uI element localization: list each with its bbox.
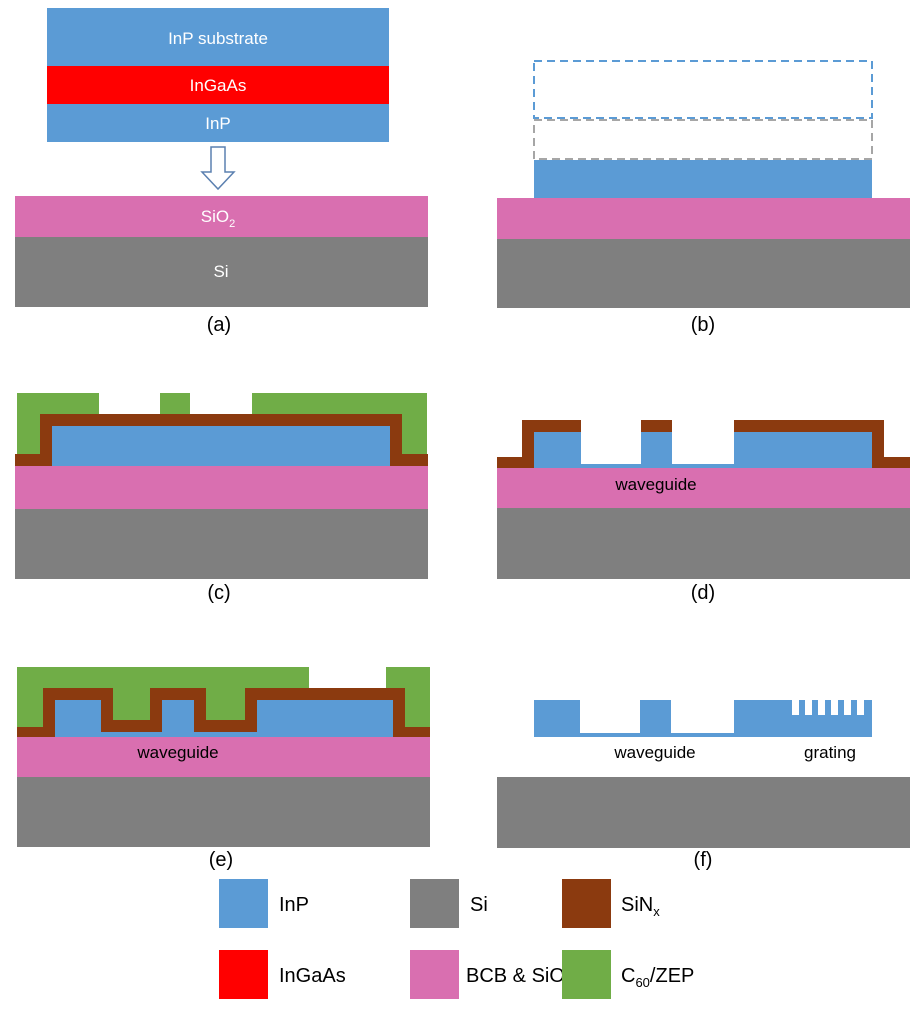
layer-inp — [534, 160, 872, 198]
layer-inp — [52, 426, 390, 466]
inp-thin-1 — [581, 464, 641, 468]
legend-label-inp: InP — [279, 894, 309, 916]
legend-label-sinx: SiNx — [621, 894, 660, 919]
label-grating: grating — [804, 743, 856, 762]
inp-block-middle — [162, 700, 194, 737]
label-inp-substrate: InP substrate — [168, 29, 268, 48]
layer-si — [497, 508, 910, 579]
grating-gap-3 — [344, 667, 351, 693]
legend-label-si: Si — [470, 894, 488, 916]
layer-si — [497, 777, 910, 848]
grating-teeth — [792, 700, 864, 715]
legend-label-resist: C60/ZEP — [621, 965, 694, 990]
panel-b: (b) — [497, 60, 910, 336]
grating-gap-4 — [358, 667, 365, 693]
panel-d: waveguide (d) — [497, 420, 910, 604]
inp-thin-1 — [580, 733, 640, 737]
label-sio2: SiO2 — [201, 207, 235, 230]
legend-swatch-sinx — [562, 879, 611, 928]
caption-a: (a) — [207, 314, 231, 336]
legend-item-bcb-sio2: BCB & SiO2 — [410, 950, 572, 999]
inp-block-left — [534, 432, 581, 468]
inp-thin-2 — [194, 732, 257, 737]
caption-f: (f) — [694, 849, 713, 871]
label-ingaas: InGaAs — [190, 76, 247, 95]
grating-gap-1 — [316, 667, 323, 693]
layer-inp — [47, 104, 389, 142]
legend-item-si: Si — [410, 879, 488, 928]
grating-gap-5 — [372, 667, 379, 693]
caption-b: (b) — [691, 314, 715, 336]
legend-item-resist: C60/ZEP — [562, 950, 694, 999]
legend-item-sinx: SiNx — [562, 879, 660, 928]
label-si: Si — [213, 262, 228, 281]
layer-sio2 — [15, 466, 428, 509]
legend: InP Si SiNx InGaAs BCB & SiO2 C60/ZEP — [219, 879, 694, 999]
sinx-middle — [641, 420, 672, 432]
legend-swatch-bcb-sio2 — [410, 950, 459, 999]
caption-e: (e) — [209, 849, 233, 871]
layer-inp-substrate — [47, 8, 389, 66]
layer-ingaas — [47, 66, 389, 104]
legend-swatch-si — [410, 879, 459, 928]
inp-thin-1 — [101, 732, 162, 737]
inp-thin-2 — [672, 464, 734, 468]
inp-block-right — [257, 700, 393, 737]
label-waveguide: waveguide — [136, 743, 218, 762]
layer-si — [15, 509, 428, 579]
inp-block-middle — [641, 432, 672, 468]
caption-d: (d) — [691, 582, 715, 604]
legend-item-ingaas: InGaAs — [219, 950, 346, 999]
panel-c: (c) — [15, 393, 428, 604]
inp-block-right — [734, 700, 872, 737]
layer-sio2 — [497, 468, 910, 508]
label-inp: InP — [205, 114, 231, 133]
layer-sio2 — [17, 737, 430, 777]
inp-block-left — [534, 700, 580, 737]
caption-c: (c) — [207, 582, 230, 604]
label-waveguide: waveguide — [613, 743, 695, 762]
panel-f: waveguide grating (f) — [497, 700, 910, 871]
bonding-arrow-icon — [200, 146, 236, 191]
removed-substrate-outline — [533, 60, 873, 119]
layer-si — [497, 239, 910, 308]
legend-item-inp: InP — [219, 879, 309, 928]
label-waveguide: waveguide — [614, 475, 696, 494]
legend-swatch-resist — [562, 950, 611, 999]
legend-swatch-inp — [219, 879, 268, 928]
legend-label-bcb-sio2: BCB & SiO2 — [466, 965, 572, 990]
inp-thin-2 — [671, 733, 734, 737]
panel-a: InP substrate InGaAs InP SiO2 Si (a) — [15, 8, 428, 336]
inp-block-middle — [640, 700, 671, 737]
removed-ingaas-outline — [533, 119, 873, 160]
layer-sio2 — [497, 198, 910, 239]
panel-e: waveguide (e) — [17, 667, 430, 871]
legend-swatch-ingaas — [219, 950, 268, 999]
inp-block-left — [55, 700, 101, 737]
layer-sio2 — [15, 196, 428, 237]
layer-si — [17, 777, 430, 847]
layer-si — [15, 237, 428, 307]
legend-label-ingaas: InGaAs — [279, 965, 346, 987]
inp-block-right — [734, 432, 872, 468]
grating-gap-2 — [330, 667, 337, 693]
